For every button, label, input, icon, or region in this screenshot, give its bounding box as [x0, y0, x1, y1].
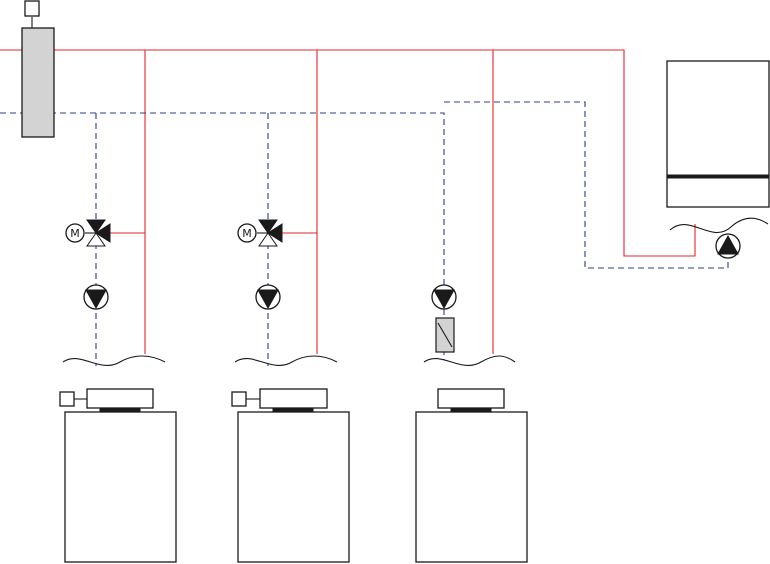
- tank-controller-3: [437, 388, 505, 409]
- pipe-break-wave-boiler: [669, 217, 769, 233]
- pump-triangle-down-icon: [257, 289, 279, 310]
- valve-triangle-bottom-icon: [258, 232, 278, 247]
- separator-vent-icon: [24, 0, 40, 17]
- pump-triangle-up-icon: [717, 234, 739, 255]
- pipe-break-wave-1: [62, 355, 166, 367]
- storage-tank-1: [59, 388, 177, 563]
- pump-1: [83, 284, 109, 310]
- sensor-icon: [231, 391, 247, 407]
- mixing-valve-2: M: [237, 219, 283, 247]
- pump-triangle-down-icon: [85, 289, 107, 310]
- return-boiler-line: [444, 101, 729, 269]
- sensor-icon: [59, 391, 75, 407]
- valve-triangle-side-icon: [95, 223, 111, 243]
- supply-lines: [0, 49, 696, 354]
- pump-3: [431, 284, 457, 310]
- pump-triangle-down-icon: [433, 289, 455, 310]
- valve-triangle-top-icon: [86, 219, 106, 234]
- hydraulic-separator: [21, 0, 55, 138]
- tank-body-1: [64, 411, 177, 563]
- boiler-divider: [666, 174, 770, 179]
- circuit-1: M: [59, 219, 177, 563]
- circuit-2: M: [231, 219, 350, 563]
- valve-motor-label: M: [70, 227, 80, 240]
- tank-body-2: [237, 411, 350, 563]
- boiler: [666, 60, 770, 259]
- valve-motor-icon: [237, 223, 257, 243]
- valve-triangle-bottom-icon: [86, 232, 106, 247]
- valve-motor-icon: [65, 223, 85, 243]
- tank-controller-2: [259, 388, 328, 409]
- mixing-valve-1: M: [65, 219, 111, 247]
- return-lines: [0, 101, 729, 366]
- pump-2: [255, 284, 281, 310]
- storage-tank-3: [415, 388, 528, 563]
- pipe-break-wave-2: [234, 355, 338, 367]
- separator-body: [21, 27, 55, 138]
- circuit-3: [415, 284, 528, 563]
- storage-tank-2: [231, 388, 350, 563]
- tank-controller-1: [86, 388, 154, 409]
- valve-triangle-side-icon: [267, 223, 283, 243]
- valve-triangle-top-icon: [258, 219, 278, 234]
- boiler-pump: [715, 233, 741, 259]
- pipe-break-wave-3: [423, 355, 516, 367]
- check-valve-diagonal: [437, 322, 453, 348]
- check-valve-3: [435, 317, 455, 353]
- supply-header-line: [0, 49, 696, 257]
- valve-motor-label: M: [242, 227, 252, 240]
- tank-body-3: [415, 411, 528, 563]
- boiler-body: [666, 60, 770, 208]
- return-header-line: [0, 112, 445, 360]
